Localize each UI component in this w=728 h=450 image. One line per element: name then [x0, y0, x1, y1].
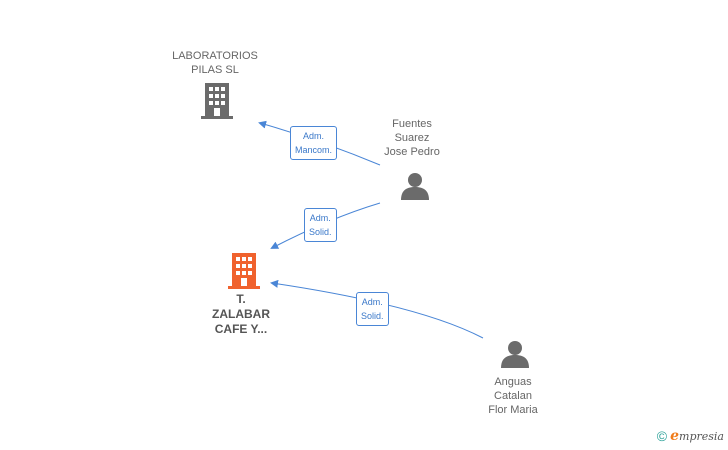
building-icon[interactable]: [201, 83, 233, 119]
edge-anguas-zalabar: [270, 279, 484, 339]
edge-label-adm-mancom: Adm. Mancom.: [290, 126, 338, 160]
copyright-icon: ©: [656, 428, 668, 444]
node-label-laboratorios[interactable]: LABORATORIOS PILAS SL: [172, 50, 258, 76]
node-label-fuentes[interactable]: Fuentes Suarez Jose Pedro: [384, 118, 440, 158]
brand-logo: empresia: [670, 428, 724, 444]
node-label-zalabar[interactable]: T. ZALABAR CAFE Y...: [212, 292, 270, 336]
edge-label-adm-solid-fuentes: Adm. Solid.: [304, 208, 337, 242]
edge-label-adm-solid-anguas: Adm. Solid.: [356, 292, 389, 326]
brand-footer[interactable]: © empresia: [657, 428, 724, 444]
building-icon-highlighted[interactable]: [228, 253, 260, 289]
node-label-anguas[interactable]: Anguas Catalan Flor Maria: [488, 376, 538, 416]
person-icon[interactable]: [401, 172, 429, 200]
person-icon[interactable]: [501, 340, 529, 368]
